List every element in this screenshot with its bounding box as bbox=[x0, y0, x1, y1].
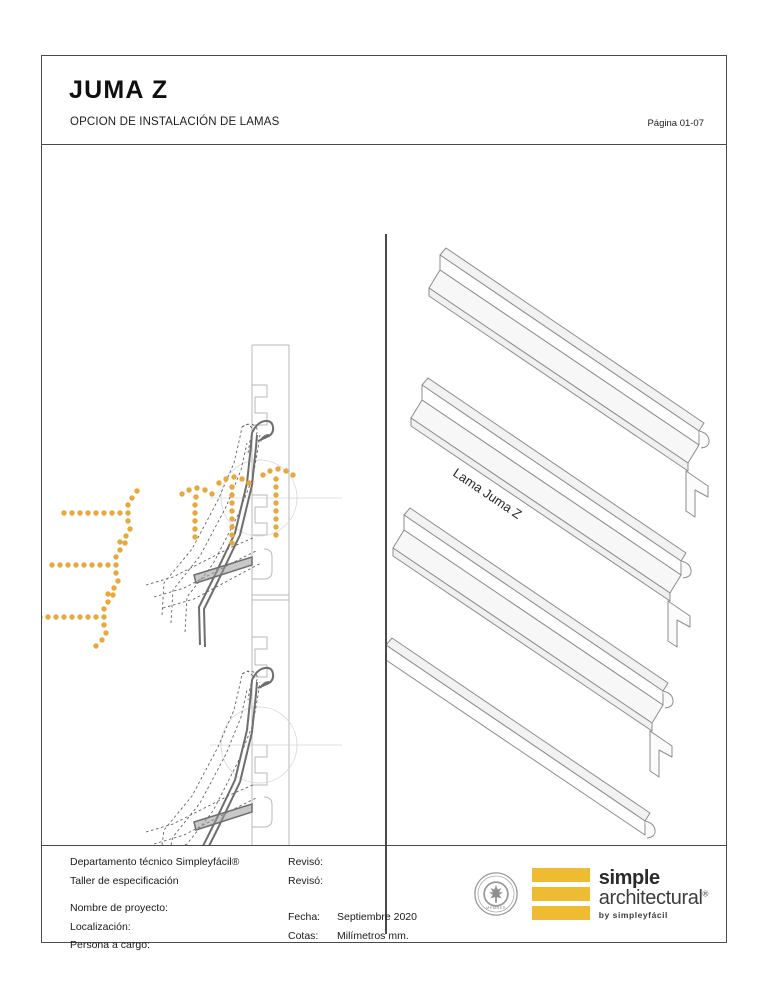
footer-department-block: Departamento técnico Simpleyfácil® Talle… bbox=[70, 853, 239, 890]
construction-geometry-lower bbox=[210, 706, 342, 784]
brand-bars-icon bbox=[531, 868, 590, 920]
rotation-arrows-upper bbox=[179, 466, 296, 546]
brand-line-1: simple bbox=[598, 867, 660, 890]
footer-date-value: Septiembre 2020 bbox=[337, 911, 417, 923]
louvre-isometric-drawing: Lama Juma Z bbox=[386, 247, 710, 839]
construction-geometry-upper bbox=[210, 459, 342, 537]
arrow-rotate-centre bbox=[216, 474, 252, 546]
footer-date-row: Fecha: Septiembre 2020 bbox=[288, 908, 417, 927]
footer-units-row: Cotas: Milímetros mm. bbox=[288, 927, 417, 946]
installed-profile-upper bbox=[198, 419, 275, 648]
footer-reviewed-block: Revisó: Revisó: bbox=[288, 853, 323, 890]
arrow-insert-2 bbox=[49, 540, 128, 597]
footer-project-block: Nombre de proyecto: Localización: Person… bbox=[70, 899, 168, 955]
footer-department: Departamento técnico Simpleyfácil® bbox=[70, 856, 240, 868]
footer-reviewed-1: Revisó: bbox=[288, 856, 324, 868]
arrow-insert-3 bbox=[42, 592, 116, 649]
footer-meta-block: Fecha: Septiembre 2020 Cotas: Milímetros… bbox=[288, 908, 417, 945]
footer-project-name: Nombre de proyecto: bbox=[70, 902, 169, 914]
installed-bracket-lower bbox=[193, 802, 253, 831]
footer-units-value: Milímetros mm. bbox=[337, 929, 409, 942]
footer-logo-block: MEMBER simple architectural® by simpleyf… bbox=[473, 854, 709, 934]
registered-mark: ® bbox=[702, 889, 709, 899]
page-title: JUMA Z bbox=[69, 76, 169, 104]
section-detail-drawing bbox=[42, 344, 342, 845]
page-number: Página 01-07 bbox=[647, 118, 704, 129]
installed-profile-lower bbox=[198, 666, 275, 845]
brand-bar bbox=[531, 868, 590, 882]
brand-line-2-text: architectural bbox=[598, 887, 703, 910]
arrow-rotate-left bbox=[179, 485, 215, 540]
footer-workshop: Taller de especificación bbox=[70, 874, 179, 887]
louvre-isometric-panel: Lama Juma Z bbox=[386, 145, 727, 845]
brand-bar bbox=[531, 887, 590, 901]
drawing-sheet: JUMA Z OPCION DE INSTALACIÓN DE LAMAS Pá… bbox=[41, 55, 727, 951]
page-subtitle: OPCION DE INSTALACIÓN DE LAMAS bbox=[70, 116, 280, 128]
louvre-blade-2 bbox=[410, 377, 692, 602]
louvre-interlock-clips bbox=[649, 470, 709, 778]
footer-date-label: Fecha: bbox=[288, 911, 321, 923]
ghost-profiles-upper bbox=[145, 423, 262, 633]
footer-person-in-charge: Persona a cargo: bbox=[70, 939, 150, 951]
drawing-area: Lama Juma Z bbox=[42, 145, 727, 934]
footer-location: Localización: bbox=[70, 920, 131, 933]
arrow-insert-1 bbox=[61, 488, 140, 545]
louvre-blade-4 bbox=[386, 637, 656, 839]
sheet-footer: Departamento técnico Simpleyfácil® Talle… bbox=[42, 845, 726, 951]
brand-lockup: simple architectural® by simpleyfácil bbox=[531, 867, 709, 921]
installed-bracket-upper bbox=[193, 555, 253, 584]
section-detail-panel bbox=[42, 145, 385, 845]
mullion-lower bbox=[251, 594, 290, 845]
usgbc-member-seal-icon: MEMBER bbox=[473, 872, 518, 916]
louvre-blade-1 bbox=[428, 247, 710, 472]
seal-member-text: MEMBER bbox=[486, 905, 506, 910]
footer-reviewed-2: Revisó: bbox=[288, 874, 324, 887]
panel-divider bbox=[385, 234, 387, 934]
arrow-rotate-right bbox=[260, 466, 296, 538]
brand-tagline: by simpleyfácil bbox=[598, 910, 668, 921]
insertion-arrows bbox=[42, 488, 140, 649]
brand-line-2: architectural® bbox=[598, 887, 709, 910]
louvre-blade-3 bbox=[392, 507, 674, 732]
sheet-header: JUMA Z OPCION DE INSTALACIÓN DE LAMAS Pá… bbox=[42, 56, 726, 145]
brand-bar bbox=[531, 906, 590, 920]
brand-wordmark: simple architectural® by simpleyfácil bbox=[598, 867, 709, 921]
footer-units-label: Cotas: bbox=[288, 929, 319, 942]
